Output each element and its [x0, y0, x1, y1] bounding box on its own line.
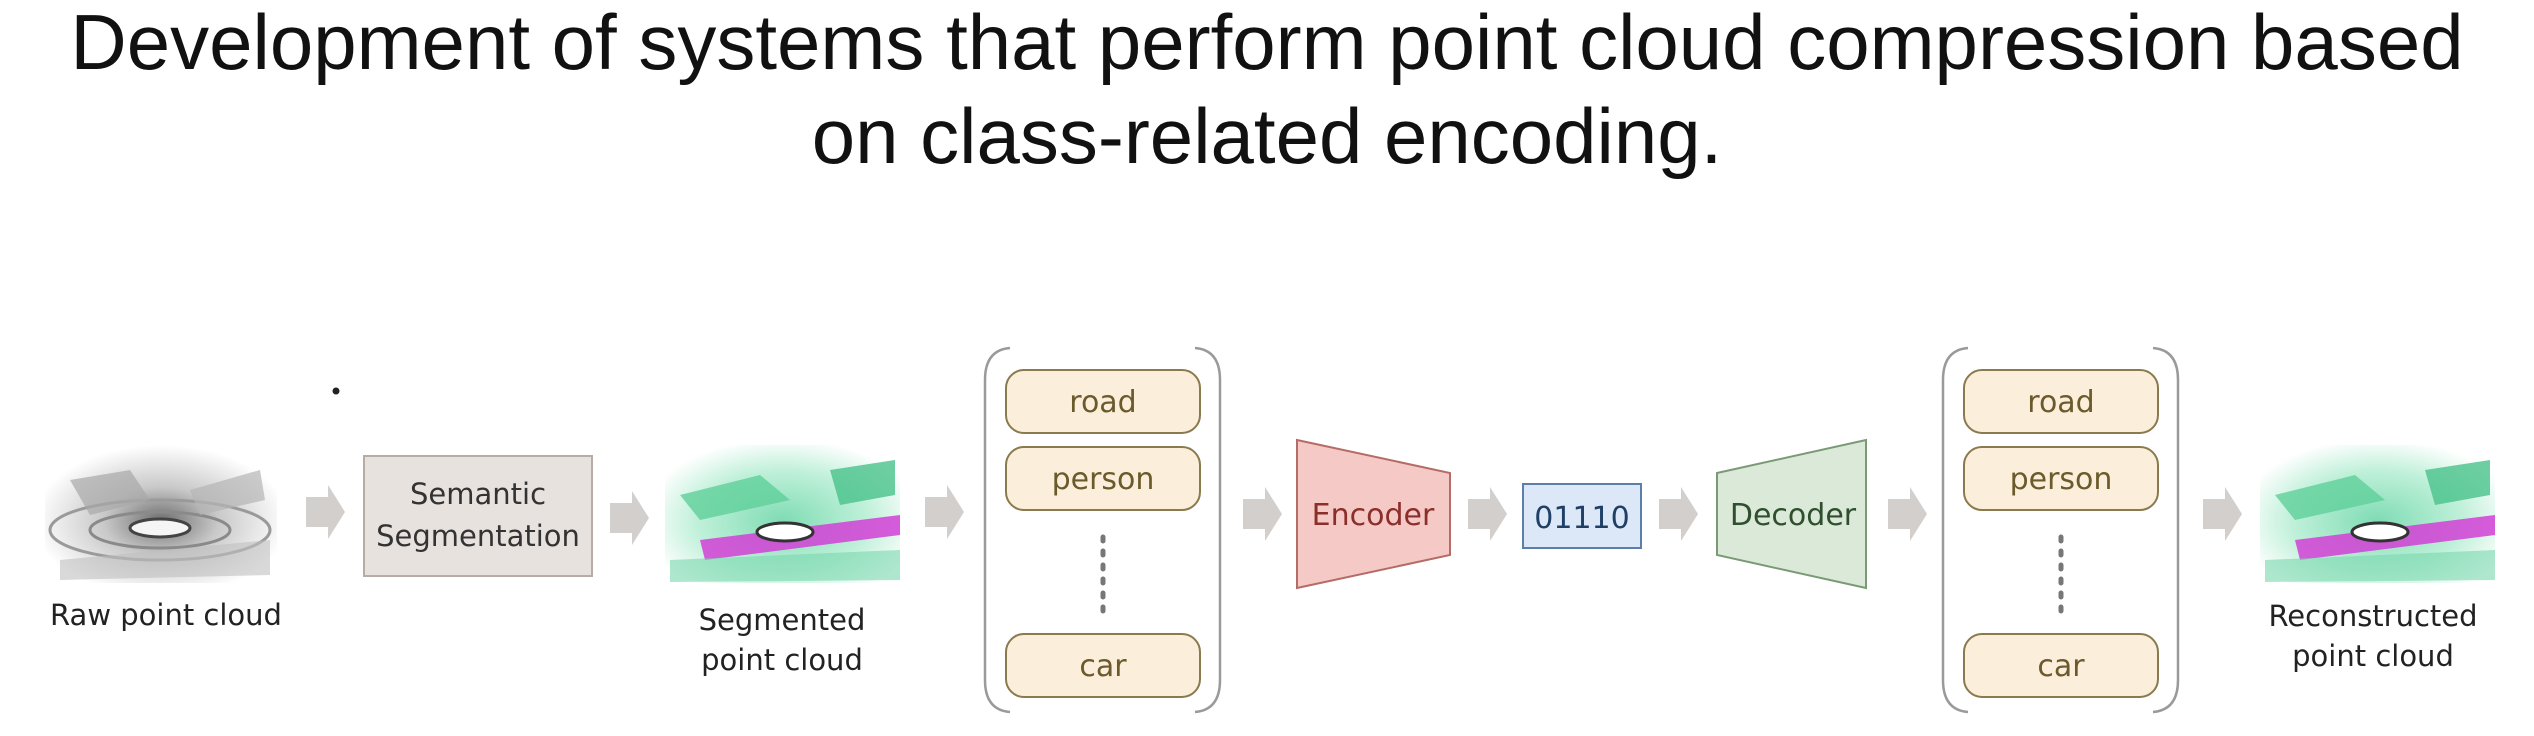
class-box-person-in: [1005, 446, 1201, 511]
left-classes-bracket-right: [1194, 346, 1222, 714]
encoder-label: Encoder: [1312, 498, 1435, 533]
decoder-block: [1716, 438, 1867, 590]
reconstructed-point-cloud-image: [2260, 445, 2495, 583]
segmented-label-line1: Segmented: [699, 603, 866, 637]
reconstructed-label-line1: Reconstructed: [2268, 599, 2477, 633]
arrow-3: [925, 485, 964, 539]
class-label-car-out: car: [2037, 649, 2085, 684]
bitstream-box: [1522, 483, 1642, 549]
right-classes-bracket-left: [1941, 346, 1969, 714]
bitstream-label: 01110: [1534, 501, 1629, 536]
class-label-road-in: road: [1069, 385, 1136, 420]
class-box-road-out: [1963, 369, 2159, 434]
left-classes-bracket-left: [983, 346, 1011, 714]
title-line-2: on class-related encoding.: [811, 92, 1723, 180]
title-line-1: Development of systems that perform poin…: [70, 0, 2464, 86]
right-classes-bracket-right: [2152, 346, 2180, 714]
class-label-person-out: person: [2010, 462, 2113, 497]
class-box-person-out: [1963, 446, 2159, 511]
class-label-person-in: person: [1052, 462, 1155, 497]
arrow-5: [1468, 487, 1507, 541]
arrow-4: [1243, 487, 1282, 541]
raw-point-cloud-label: Raw point cloud: [50, 598, 282, 632]
arrow-6: [1659, 487, 1698, 541]
encoder-block: [1296, 438, 1451, 590]
raw-point-cloud-image: [45, 445, 277, 583]
class-label-road-out: road: [2027, 385, 2094, 420]
class-box-road-in: [1005, 369, 1201, 434]
semantic-segmentation-line2: Segmentation: [376, 519, 580, 553]
reconstructed-label-line2: point cloud: [2292, 639, 2454, 673]
semantic-segmentation-box: [363, 455, 593, 577]
stray-dot: [332, 387, 340, 395]
class-box-car-in: [1005, 633, 1201, 698]
class-box-car-out: [1963, 633, 2159, 698]
arrow-8: [2203, 487, 2242, 541]
arrow-2: [610, 491, 649, 545]
arrow-7: [1888, 487, 1927, 541]
class-label-car-in: car: [1079, 649, 1127, 684]
decoder-label: Decoder: [1730, 498, 1857, 533]
segmented-point-cloud-image: [665, 445, 900, 583]
semantic-segmentation-line1: Semantic: [410, 477, 546, 511]
arrow-1: [306, 485, 345, 539]
segmented-label-line2: point cloud: [701, 643, 863, 677]
